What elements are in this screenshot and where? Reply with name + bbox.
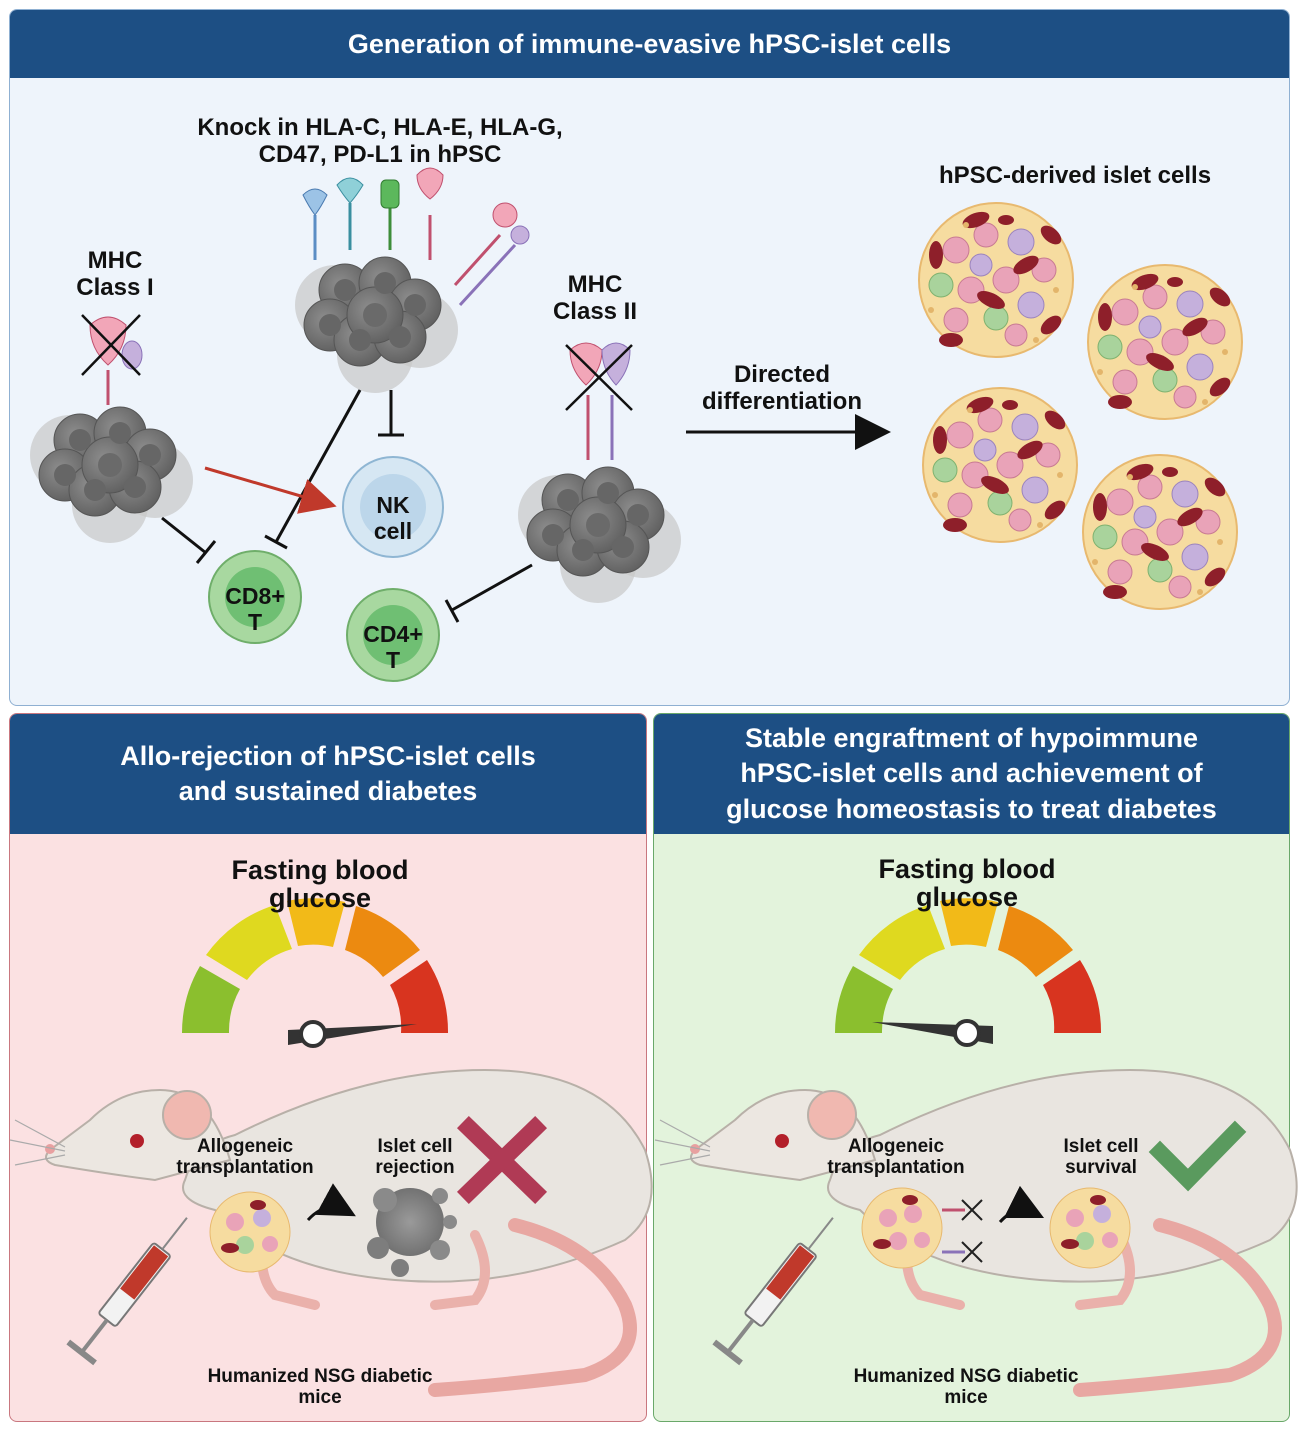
cd4-line-2: T bbox=[385, 646, 401, 673]
right-header: Stable engraftment of hypoimmune hPSC-is… bbox=[654, 714, 1289, 834]
right-outcome-2: survival bbox=[1065, 1157, 1137, 1179]
mhc1-line-1: MHC bbox=[87, 247, 143, 274]
islet-cluster-2 bbox=[1087, 264, 1243, 420]
mhc2-line-1: MHC bbox=[567, 271, 623, 298]
top-panel: Generation of immune-evasive hPSC-islet … bbox=[9, 9, 1290, 706]
nk-line-2: cell bbox=[373, 517, 413, 544]
right-mice-label: Humanized NSG diabetic mice bbox=[836, 1366, 1096, 1409]
activation-arrow bbox=[204, 466, 337, 514]
islet-cluster-3 bbox=[922, 387, 1078, 543]
left-transplant-1: Allogeneic bbox=[196, 1136, 294, 1157]
left-transplant-2: transplantation bbox=[176, 1157, 314, 1179]
right-gauge-title: Fasting blood glucose bbox=[827, 855, 1107, 912]
right-outcome-1: Islet cell bbox=[1063, 1136, 1139, 1157]
left-header: Allo-rejection of hPSC-islet cells and s… bbox=[10, 714, 646, 834]
right-outcome-label: Islet cell survival bbox=[1046, 1136, 1156, 1179]
knock-in-label: Knock in HLA-C, HLA-E, HLA-G, CD47, PD-L… bbox=[170, 114, 590, 169]
left-outcome-1: Islet cell bbox=[377, 1136, 453, 1157]
right-transplant-2: transplantation bbox=[827, 1157, 965, 1179]
islet-cluster-4 bbox=[1082, 454, 1238, 610]
cd8-line-1: CD8+ bbox=[225, 583, 285, 609]
left-mice-2: mice bbox=[298, 1387, 342, 1409]
nk-line-1: NK bbox=[376, 492, 410, 518]
right-gauge-title-1: Fasting blood bbox=[878, 854, 1056, 884]
left-outcome-label: Islet cell rejection bbox=[360, 1136, 470, 1179]
mhc2-cluster bbox=[517, 342, 682, 604]
mhc1-cluster bbox=[29, 314, 194, 544]
top-title: Generation of immune-evasive hPSC-islet … bbox=[347, 28, 952, 59]
left-title-line-1: Allo-rejection of hPSC-islet cells bbox=[120, 740, 536, 771]
left-title-line-2: and sustained diabetes bbox=[178, 776, 478, 806]
cd8-line-2: T bbox=[247, 608, 263, 635]
right-title-line-1: Stable engraftment of hypoimmune bbox=[744, 723, 1199, 754]
nk-label: NK cell bbox=[353, 492, 433, 545]
knock-in-line-1: Knock in HLA-C, HLA-E, HLA-G, bbox=[197, 114, 563, 141]
right-title-line-3: glucose homeostasis to treat diabetes bbox=[726, 793, 1217, 824]
mhc2-line-2: Class II bbox=[552, 297, 638, 325]
mhc1-line-2: Class I bbox=[76, 273, 154, 301]
left-panel: Allo-rejection of hPSC-islet cells and s… bbox=[9, 713, 647, 1422]
cd4-line-1: CD4+ bbox=[363, 621, 423, 647]
directed-line-1: Directed bbox=[733, 361, 831, 388]
islet-cluster-1 bbox=[918, 202, 1074, 358]
cd4-cell-shape bbox=[346, 588, 440, 682]
left-transplant-label: Allogeneic transplantation bbox=[160, 1136, 330, 1179]
left-mice-1: Humanized NSG diabetic bbox=[207, 1366, 433, 1387]
islets-label: hPSC-derived islet cells bbox=[938, 162, 1212, 189]
cd4-label: CD4+ T bbox=[348, 621, 438, 674]
nk-cell-shape bbox=[342, 456, 444, 558]
left-gauge-title-1: Fasting blood bbox=[231, 855, 409, 885]
directed-line-2: differentiation bbox=[702, 387, 862, 415]
left-mice-label: Humanized NSG diabetic mice bbox=[190, 1366, 450, 1409]
left-gauge-title-2: glucose bbox=[268, 883, 372, 914]
cd8-cell-shape bbox=[208, 550, 302, 644]
cd8-label: CD8+ T bbox=[210, 583, 300, 636]
top-diagram bbox=[29, 167, 1243, 682]
left-gauge-title: Fasting blood glucose bbox=[180, 856, 460, 913]
right-mice-1: Humanized NSG diabetic bbox=[853, 1366, 1079, 1387]
right-transplant-label: Allogeneic transplantation bbox=[811, 1136, 981, 1179]
left-outcome-2: rejection bbox=[375, 1157, 455, 1179]
right-gauge-title-2: glucose bbox=[915, 882, 1019, 913]
right-mice-2: mice bbox=[944, 1387, 988, 1409]
directed-label: Directed differentiation bbox=[682, 361, 882, 416]
right-transplant-1: Allogeneic bbox=[847, 1136, 945, 1157]
right-panel: Stable engraftment of hypoimmune hPSC-is… bbox=[653, 713, 1290, 1422]
inhibition-lines bbox=[161, 389, 533, 623]
top-header: Generation of immune-evasive hPSC-islet … bbox=[10, 10, 1289, 78]
hpsc-cluster bbox=[294, 167, 530, 394]
knock-in-line-2: CD47, PD-L1 in hPSC bbox=[258, 140, 502, 168]
right-title-line-2: hPSC-islet cells and achievement of bbox=[740, 758, 1203, 789]
mhc1-label: MHC Class I bbox=[50, 247, 180, 302]
mhc2-label: MHC Class II bbox=[530, 271, 660, 326]
